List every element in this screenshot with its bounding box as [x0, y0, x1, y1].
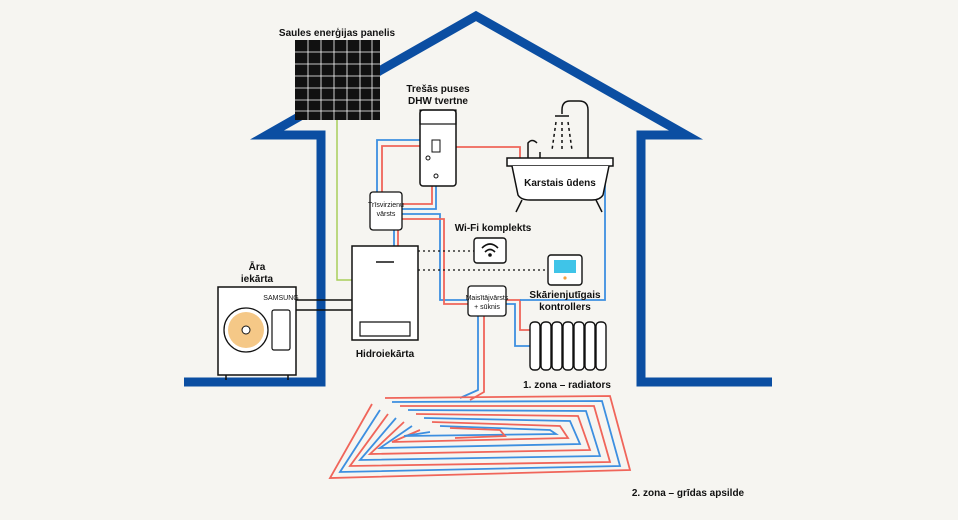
- zone2-label: 2. zona – grīdas apsilde: [632, 488, 745, 499]
- floor-feed-pipes: [459, 316, 485, 401]
- hot-water-label: Karstais ūdens: [524, 178, 596, 189]
- three-way-valve-label-1: Trīsvirzienu: [368, 202, 404, 209]
- radiator: [529, 321, 607, 371]
- fan-icon: [228, 312, 264, 348]
- dhw-tank-label-2: DHW tvertne: [408, 96, 468, 107]
- shower-icon: [551, 115, 573, 151]
- touch-controller: [547, 254, 583, 286]
- touch-controller-label-1: Skārienjutīgais: [529, 290, 601, 301]
- solar-panel-label: Saules enerģijas panelis: [279, 26, 396, 39]
- outdoor-hydro-pipes: [296, 299, 352, 311]
- brand-label: SAMSUNG: [263, 295, 298, 302]
- floor-heating-coil: [328, 395, 632, 479]
- control-lines: [418, 250, 548, 271]
- outdoor-unit-label-1: Āra: [249, 261, 266, 273]
- hydro-unit: [351, 245, 419, 341]
- mixing-valve-label-1: Maisītājvārsts: [466, 295, 509, 302]
- mixing-valve-pump: Maisītājvārsts + sūknis: [466, 285, 509, 317]
- wifi-kit: [473, 237, 507, 264]
- solar-panel: [295, 40, 380, 120]
- bathtub: [506, 100, 614, 213]
- wifi-icon: [481, 243, 499, 257]
- zone1-label: 1. zona – radiators: [523, 380, 611, 391]
- three-way-valve: Trīsvirzienu vārsts: [368, 191, 404, 231]
- solar-cable: [336, 120, 352, 281]
- outdoor-unit-label-2: iekārta: [241, 274, 274, 285]
- wifi-kit-label: Wi-Fi komplekts: [455, 223, 532, 234]
- dhw-tank: [419, 109, 457, 187]
- dhw-tank-label-1: Trešās puses: [406, 84, 470, 95]
- three-way-valve-label-2: vārsts: [377, 211, 396, 218]
- hydro-unit-label: Hidroiekārta: [356, 349, 415, 360]
- mixing-valve-label-2: + sūknis: [474, 304, 500, 311]
- touch-controller-label-2: kontrollers: [539, 302, 591, 313]
